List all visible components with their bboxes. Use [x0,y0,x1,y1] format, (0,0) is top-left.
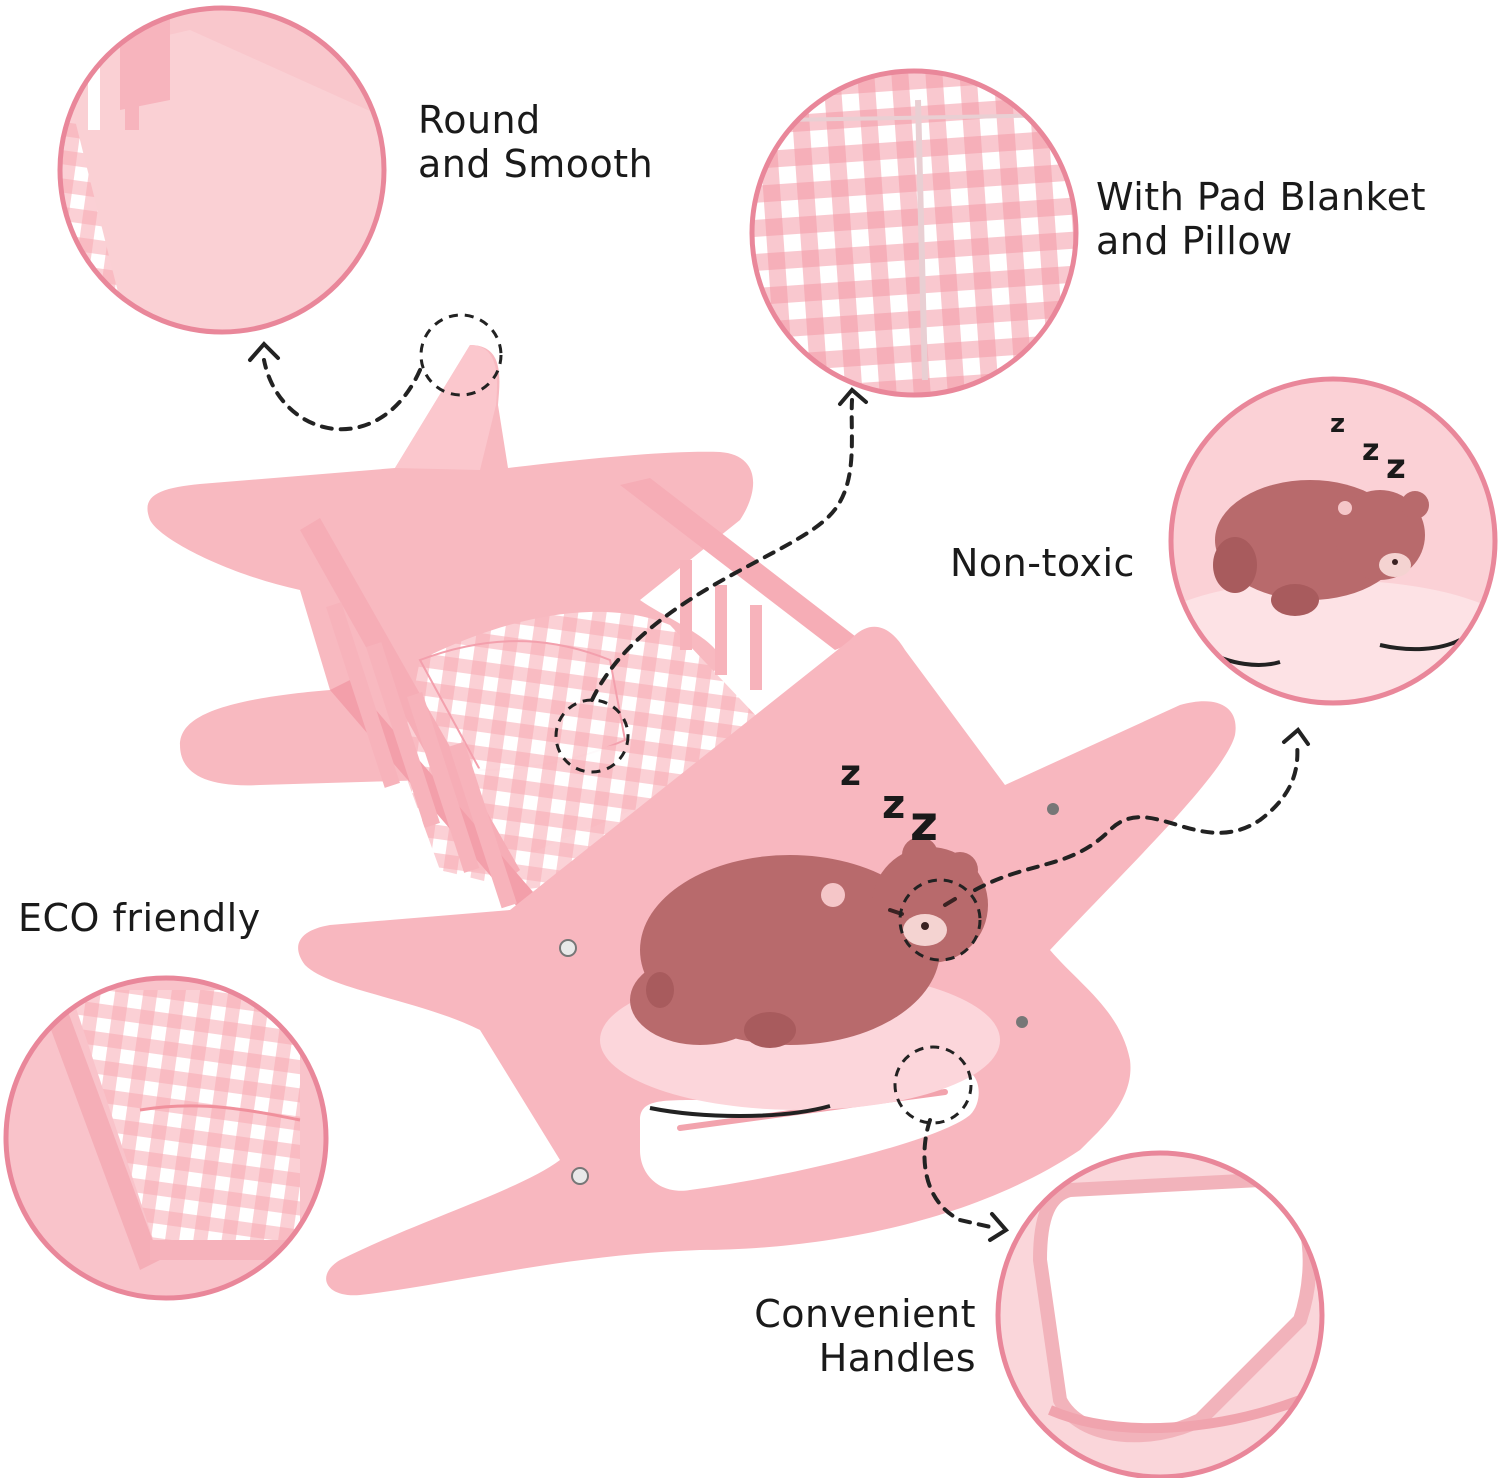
callout-handles-zoom [995,1150,1325,1480]
svg-text:z: z [910,796,938,852]
svg-text:z: z [1362,433,1379,468]
callout-round-smooth-zoom [57,5,387,335]
label-eco-friendly: ECO friendly [18,896,261,940]
svg-text:z: z [840,753,861,794]
sleeping-bear-icon [630,837,988,1048]
callout-eco-zoom [3,975,329,1301]
side-rail [300,478,860,910]
svg-text:z: z [882,782,905,828]
arrow-heads [248,341,1310,1242]
svg-text:z: z [1330,409,1345,439]
dashed-connectors [262,358,1300,1230]
detail-spot-rings [419,313,982,1125]
label-convenient-handles: Convenient Handles [754,1292,976,1380]
label-non-toxic: Non-toxic [950,541,1135,585]
callout-non-toxic-zoom: z z z [1168,376,1498,706]
label-round-smooth: Round and Smooth [418,98,654,186]
label-pad-blanket-pillow: With Pad Blanket and Pillow [1096,175,1426,263]
svg-text:z: z [1386,447,1406,487]
screws [559,803,1059,1185]
snore-zzz: z z z [840,753,938,852]
callout-pad-blanket-zoom [749,68,1079,398]
